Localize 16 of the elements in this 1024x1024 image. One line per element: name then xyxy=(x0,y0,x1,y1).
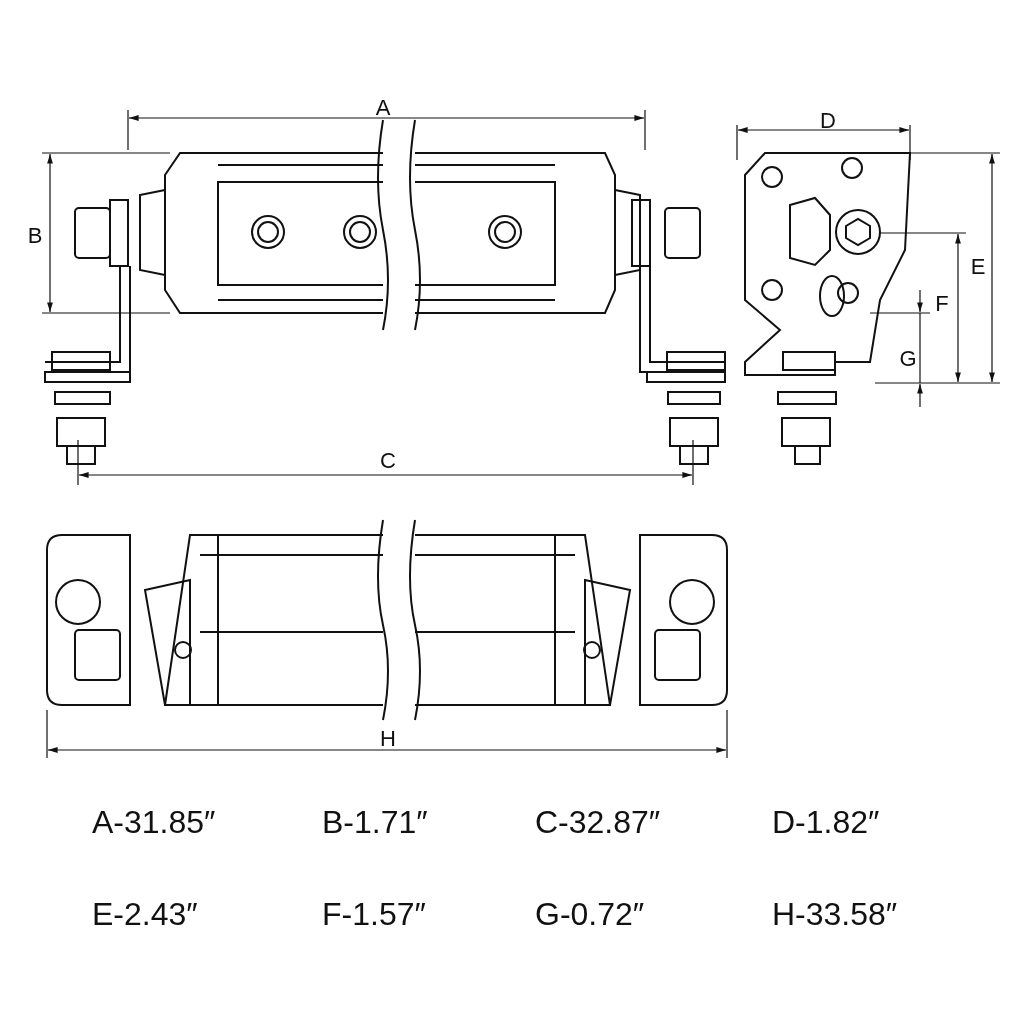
dimension-value: G-0.72″ xyxy=(535,898,645,930)
dimension-letter: E xyxy=(970,256,986,278)
dimension-value: A-31.85″ xyxy=(92,806,216,838)
dimension-letter: F xyxy=(935,293,949,315)
dimension-value: H-33.58″ xyxy=(772,898,898,930)
dimension-letter: A xyxy=(375,97,391,119)
dimension-letter: H xyxy=(380,728,396,750)
dimension-letter: G xyxy=(899,348,917,370)
dimension-value: F-1.57″ xyxy=(322,898,426,930)
dimension-value: C-32.87″ xyxy=(535,806,661,838)
dimension-letter: D xyxy=(820,110,836,132)
dimension-letter: B xyxy=(27,225,43,247)
dimension-letter: C xyxy=(380,450,396,472)
dimension-value: D-1.82″ xyxy=(772,806,880,838)
dimension-value: E-2.43″ xyxy=(92,898,198,930)
dimension-value: B-1.71″ xyxy=(322,806,428,838)
